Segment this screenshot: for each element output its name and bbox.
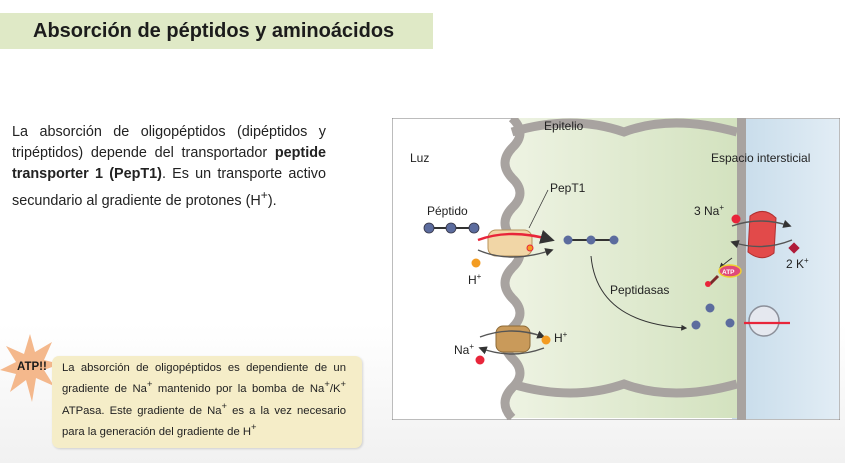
label-luz: Luz <box>410 151 429 165</box>
tight-junction-bottom <box>510 379 739 398</box>
note-s2: + <box>324 378 330 390</box>
na-ion-cell <box>731 214 741 224</box>
h-ion-lumen <box>471 258 481 268</box>
label-2k: 2 K+ <box>786 256 809 271</box>
intro-sup-plus: + <box>260 188 268 202</box>
note-s1: + <box>146 378 153 390</box>
label-peptido: Péptido <box>427 204 468 218</box>
lumen-peptide <box>423 222 480 234</box>
label-atp: ATP <box>722 269 735 276</box>
intro-paragraph: La absorción de oligopéptidos (dipéptido… <box>12 122 326 212</box>
aa-transporter <box>744 305 790 337</box>
na-ion-lumen <box>475 355 485 365</box>
label-pept1: PepT1 <box>550 181 586 195</box>
apical-membrane <box>500 118 525 420</box>
epithelium-diagram: Epitelio Luz Espacio intersticial PepT1 … <box>392 118 840 420</box>
note-t2: mantenido por la bomba de Na <box>152 383 325 396</box>
label-na-lumen: Na+ <box>454 342 474 357</box>
h-ion-cell <box>541 335 551 345</box>
note-t4: ATPasa. Este gradiente de Na <box>62 404 222 417</box>
note-s5: + <box>251 420 257 432</box>
note-t3: /K <box>329 383 341 396</box>
note-s3: + <box>340 378 347 390</box>
atp-badge: ATP!! <box>17 361 47 373</box>
basolateral-membrane <box>737 118 746 420</box>
tight-junction-top <box>510 118 739 137</box>
intro-text-3: ). <box>267 192 277 209</box>
label-peptidasas: Peptidasas <box>610 283 669 297</box>
title-bar: Absorción de péptidos y aminoácidos <box>0 13 433 49</box>
epithelial-cell <box>505 118 737 418</box>
note-t5: es a la vez necesario para la generación… <box>62 404 346 438</box>
atp-note-text: La absorción de oligopéptidos es dependi… <box>62 361 346 440</box>
starburst-icon <box>0 334 60 402</box>
label-3na: 3 Na+ <box>694 203 724 218</box>
intro-text-1: La absorción de oligopéptidos (dipéptido… <box>12 124 326 161</box>
pept1-pointer <box>528 189 549 229</box>
interstitial-space <box>732 119 839 419</box>
intro-bold-transporter: peptide transporter 1 (PepT1) <box>12 145 326 182</box>
peptidase-arrow <box>590 255 688 331</box>
note-s4: + <box>221 399 228 411</box>
pept1-transporter <box>477 229 555 258</box>
label-h-lumen: H+ <box>468 272 482 287</box>
note-t1: La absorción de oligopéptidos es dependi… <box>62 362 346 396</box>
cytosol-peptide <box>563 235 619 245</box>
na-h-exchanger <box>478 325 546 355</box>
label-epitelio: Epitelio <box>544 119 584 133</box>
page-title: Absorción de péptidos y aminoácidos <box>33 19 395 42</box>
amino-acids <box>691 303 735 330</box>
intro-text-2: . Es un transporte activo secundario al … <box>12 166 326 209</box>
label-h-cell: H+ <box>554 330 568 345</box>
atp-note-box: La absorción de oligopéptidos es dependi… <box>52 356 362 448</box>
label-espacio: Espacio intersticial <box>711 151 810 165</box>
atp-molecule: ATP <box>705 257 742 287</box>
